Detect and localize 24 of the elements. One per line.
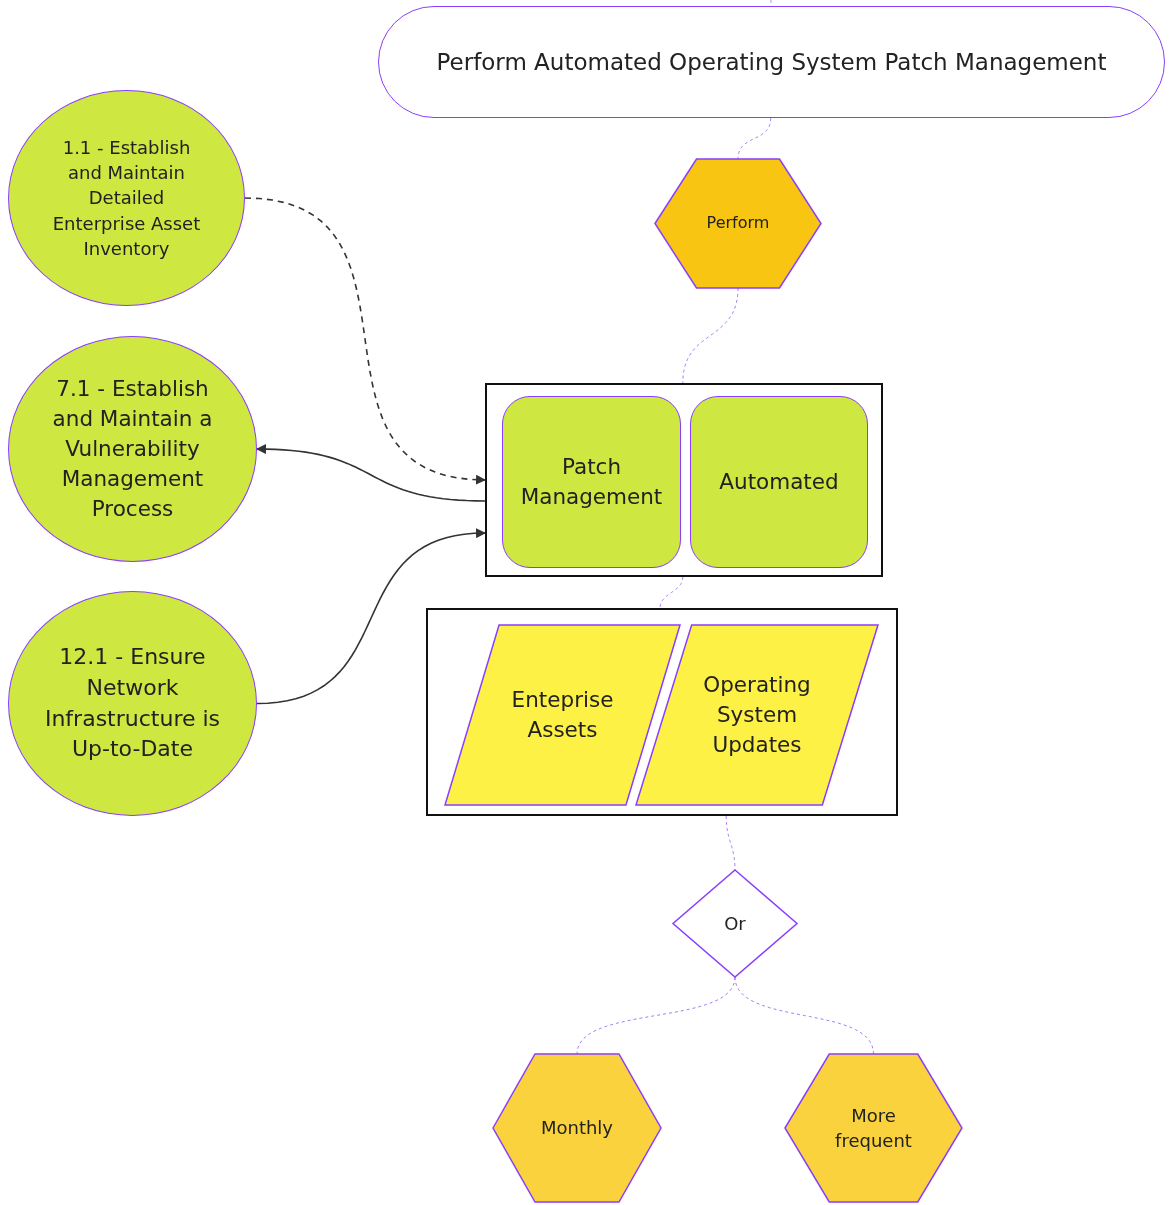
- node-label: Perform: [706, 212, 770, 235]
- rounded-box: [690, 396, 868, 568]
- connector-line: [576, 976, 736, 1055]
- node-label: 12.1 - Ensure Network Infrastructure is Up-to-Date: [43, 642, 222, 764]
- node-label: Enteprise Assets: [510, 685, 615, 744]
- node-label: 7.1 - Establish and Maintain a Vulnerability Management Process: [51, 374, 214, 524]
- node-label: 1.1 - Establish and Maintain Detailed Enterprise Asset Inventory: [51, 136, 202, 261]
- connector-line: [734, 976, 874, 1055]
- arrow: [256, 528, 486, 705]
- arrow: [244, 197, 486, 485]
- node-label: Operating System Updates: [702, 670, 812, 760]
- group-frame: [426, 608, 898, 816]
- rounded-box: [502, 396, 681, 568]
- node-label: Patch Management: [519, 452, 664, 511]
- group-frame: [485, 383, 883, 577]
- node-label: Monthly: [540, 1116, 614, 1141]
- arrow: [256, 444, 486, 502]
- connector-line: [659, 576, 684, 609]
- node-label: Automated: [719, 467, 839, 496]
- node-label: More frequent: [834, 1103, 913, 1153]
- node-label: Perform Automated Operating System Patch Management: [436, 47, 1107, 77]
- node-label: Or: [724, 911, 746, 936]
- connector-line: [737, 117, 772, 160]
- connector-line: [682, 287, 739, 384]
